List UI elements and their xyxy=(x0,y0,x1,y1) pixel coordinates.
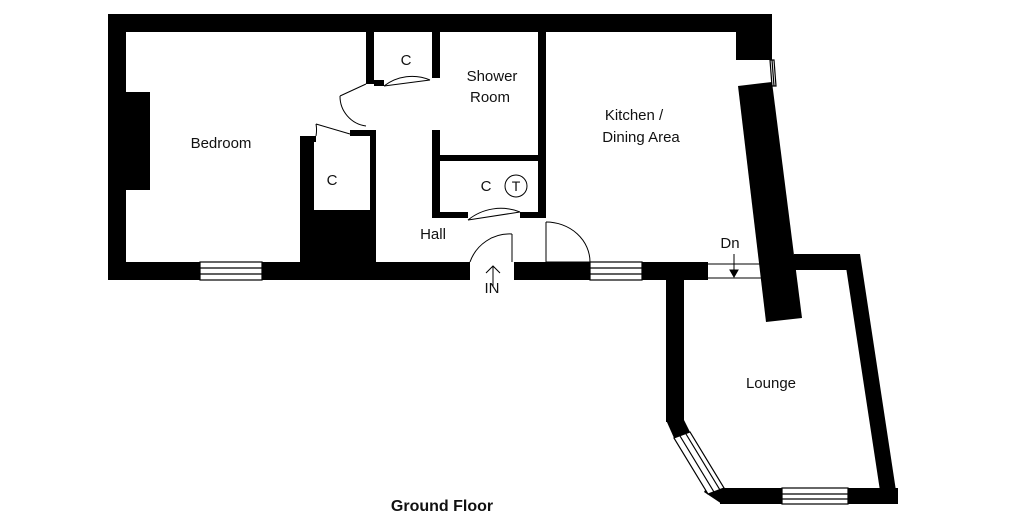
kitchen-side-window xyxy=(769,59,777,87)
upper-cupboard-label: C xyxy=(401,52,412,69)
entrance-door xyxy=(469,233,513,263)
kitchen-label-line1: Kitchen / xyxy=(605,107,664,124)
kitchen-window xyxy=(589,261,643,281)
bedroom-cupboard-label: C xyxy=(327,172,338,189)
hall-cupboard-label: C xyxy=(481,178,492,195)
bedroom-door xyxy=(339,83,367,127)
upper-cupboard-door xyxy=(383,75,431,87)
bedroom-label: Bedroom xyxy=(191,135,252,152)
interior-walls xyxy=(300,32,546,262)
windows xyxy=(199,59,849,505)
lounge-walls xyxy=(666,254,898,504)
hall-label: Hall xyxy=(420,226,446,243)
steps-down-arrow xyxy=(729,254,739,279)
exterior-walls xyxy=(108,14,802,322)
shower-room-label-line2: Room xyxy=(470,89,510,106)
kitchen-door xyxy=(545,221,591,263)
tank-label: T xyxy=(512,178,521,194)
lounge-label: Lounge xyxy=(746,375,796,392)
kitchen-label-line2: Dining Area xyxy=(602,129,680,146)
lounge-bay-window xyxy=(673,431,725,495)
hall-cupboard-door xyxy=(467,207,521,221)
entrance-arrow xyxy=(485,265,501,286)
entrance-label: IN xyxy=(485,280,500,297)
steps-down-label: Dn xyxy=(720,235,739,252)
floor-caption: Ground Floor xyxy=(391,498,493,515)
lounge-opening xyxy=(708,263,766,279)
bedroom-cupboard-door xyxy=(315,123,351,137)
room-labels: Bedroom C C Shower Room Kitchen / Dining… xyxy=(191,52,796,515)
hot-water-tank: T xyxy=(504,174,528,198)
lounge-window xyxy=(781,487,849,505)
shower-room-label-line1: Shower xyxy=(467,68,518,85)
doors xyxy=(315,75,591,263)
bedroom-window xyxy=(199,261,263,281)
